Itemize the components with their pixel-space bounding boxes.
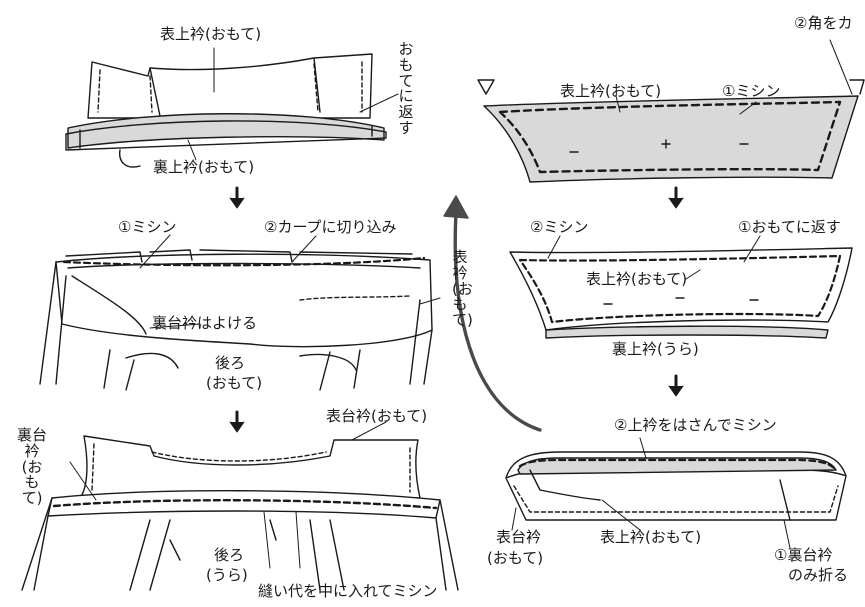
- label-r3-top-collar: 表上衿(おもて): [600, 528, 702, 546]
- flow-arrow: [443, 195, 542, 432]
- label-step2-back: 後ろ: [215, 354, 246, 372]
- label-r1-stitch: ①ミシン: [722, 82, 781, 100]
- label-r3-top-stand: 表台衿: [496, 528, 542, 546]
- step3-stand-closed: [21, 435, 459, 591]
- down-arrow-2: [229, 410, 245, 433]
- r-step2-collar-turned: [509, 247, 853, 339]
- label-r1-top-collar: 表上衿(おもて): [560, 82, 662, 100]
- label-r2-turn: ①おもてに返す: [738, 218, 841, 236]
- label-step2-clip-curve: ②カープに切り込み: [264, 218, 397, 236]
- label-step2-stitch: ①ミシン: [118, 218, 177, 236]
- label-step3-back-paren: (うら): [206, 566, 248, 584]
- label-step2-outer-collar: 表衿(おもて): [452, 248, 473, 329]
- leader-lines: [69, 39, 853, 569]
- label-step1-top-collar: 表上衿(おもて): [160, 25, 262, 43]
- label-r3-top-stand-paren: (おもて): [487, 549, 544, 567]
- label-r2-stitch: ②ミシン: [530, 218, 589, 236]
- label-step3-top-stand: 表台衿(おもて): [326, 407, 428, 425]
- label-step3-back: 後ろ: [214, 546, 245, 564]
- step1-collar: [65, 53, 387, 168]
- label-r3-fold-only-2: のみ折る: [788, 566, 849, 584]
- down-arrow-r2: [668, 374, 684, 397]
- step2-collar-stand: [39, 249, 433, 391]
- r-step3-collar-sandwich: [505, 451, 847, 521]
- label-step3-under-stand: 裏台衿(おもて): [16, 426, 47, 507]
- label-r3-sandwich: ②上衿をはさんでミシン: [614, 416, 777, 434]
- label-step1-under-collar: 裏上衿(おもて): [153, 158, 255, 176]
- label-step2-under-stand-aside: 裏台衿はよける: [152, 314, 258, 332]
- down-arrow-r1: [668, 186, 684, 209]
- down-arrow-1: [229, 186, 245, 209]
- label-r2-top-collar: 表上衿(おもて): [586, 270, 688, 288]
- r-step1-collar-pieces: [477, 79, 865, 183]
- label-r2-under-collar: 裏上衿(うら): [612, 340, 699, 358]
- label-r1-corner-cut: ②角をカ: [794, 14, 853, 32]
- label-step1-turn-right-side: おもてに返す: [398, 40, 414, 137]
- label-step2-back-paren: (おもて): [206, 374, 263, 392]
- label-r3-fold-only: ①裏台衿: [774, 546, 833, 564]
- label-step3-seam-note: 縫い代を中に入れてミシン: [258, 582, 438, 600]
